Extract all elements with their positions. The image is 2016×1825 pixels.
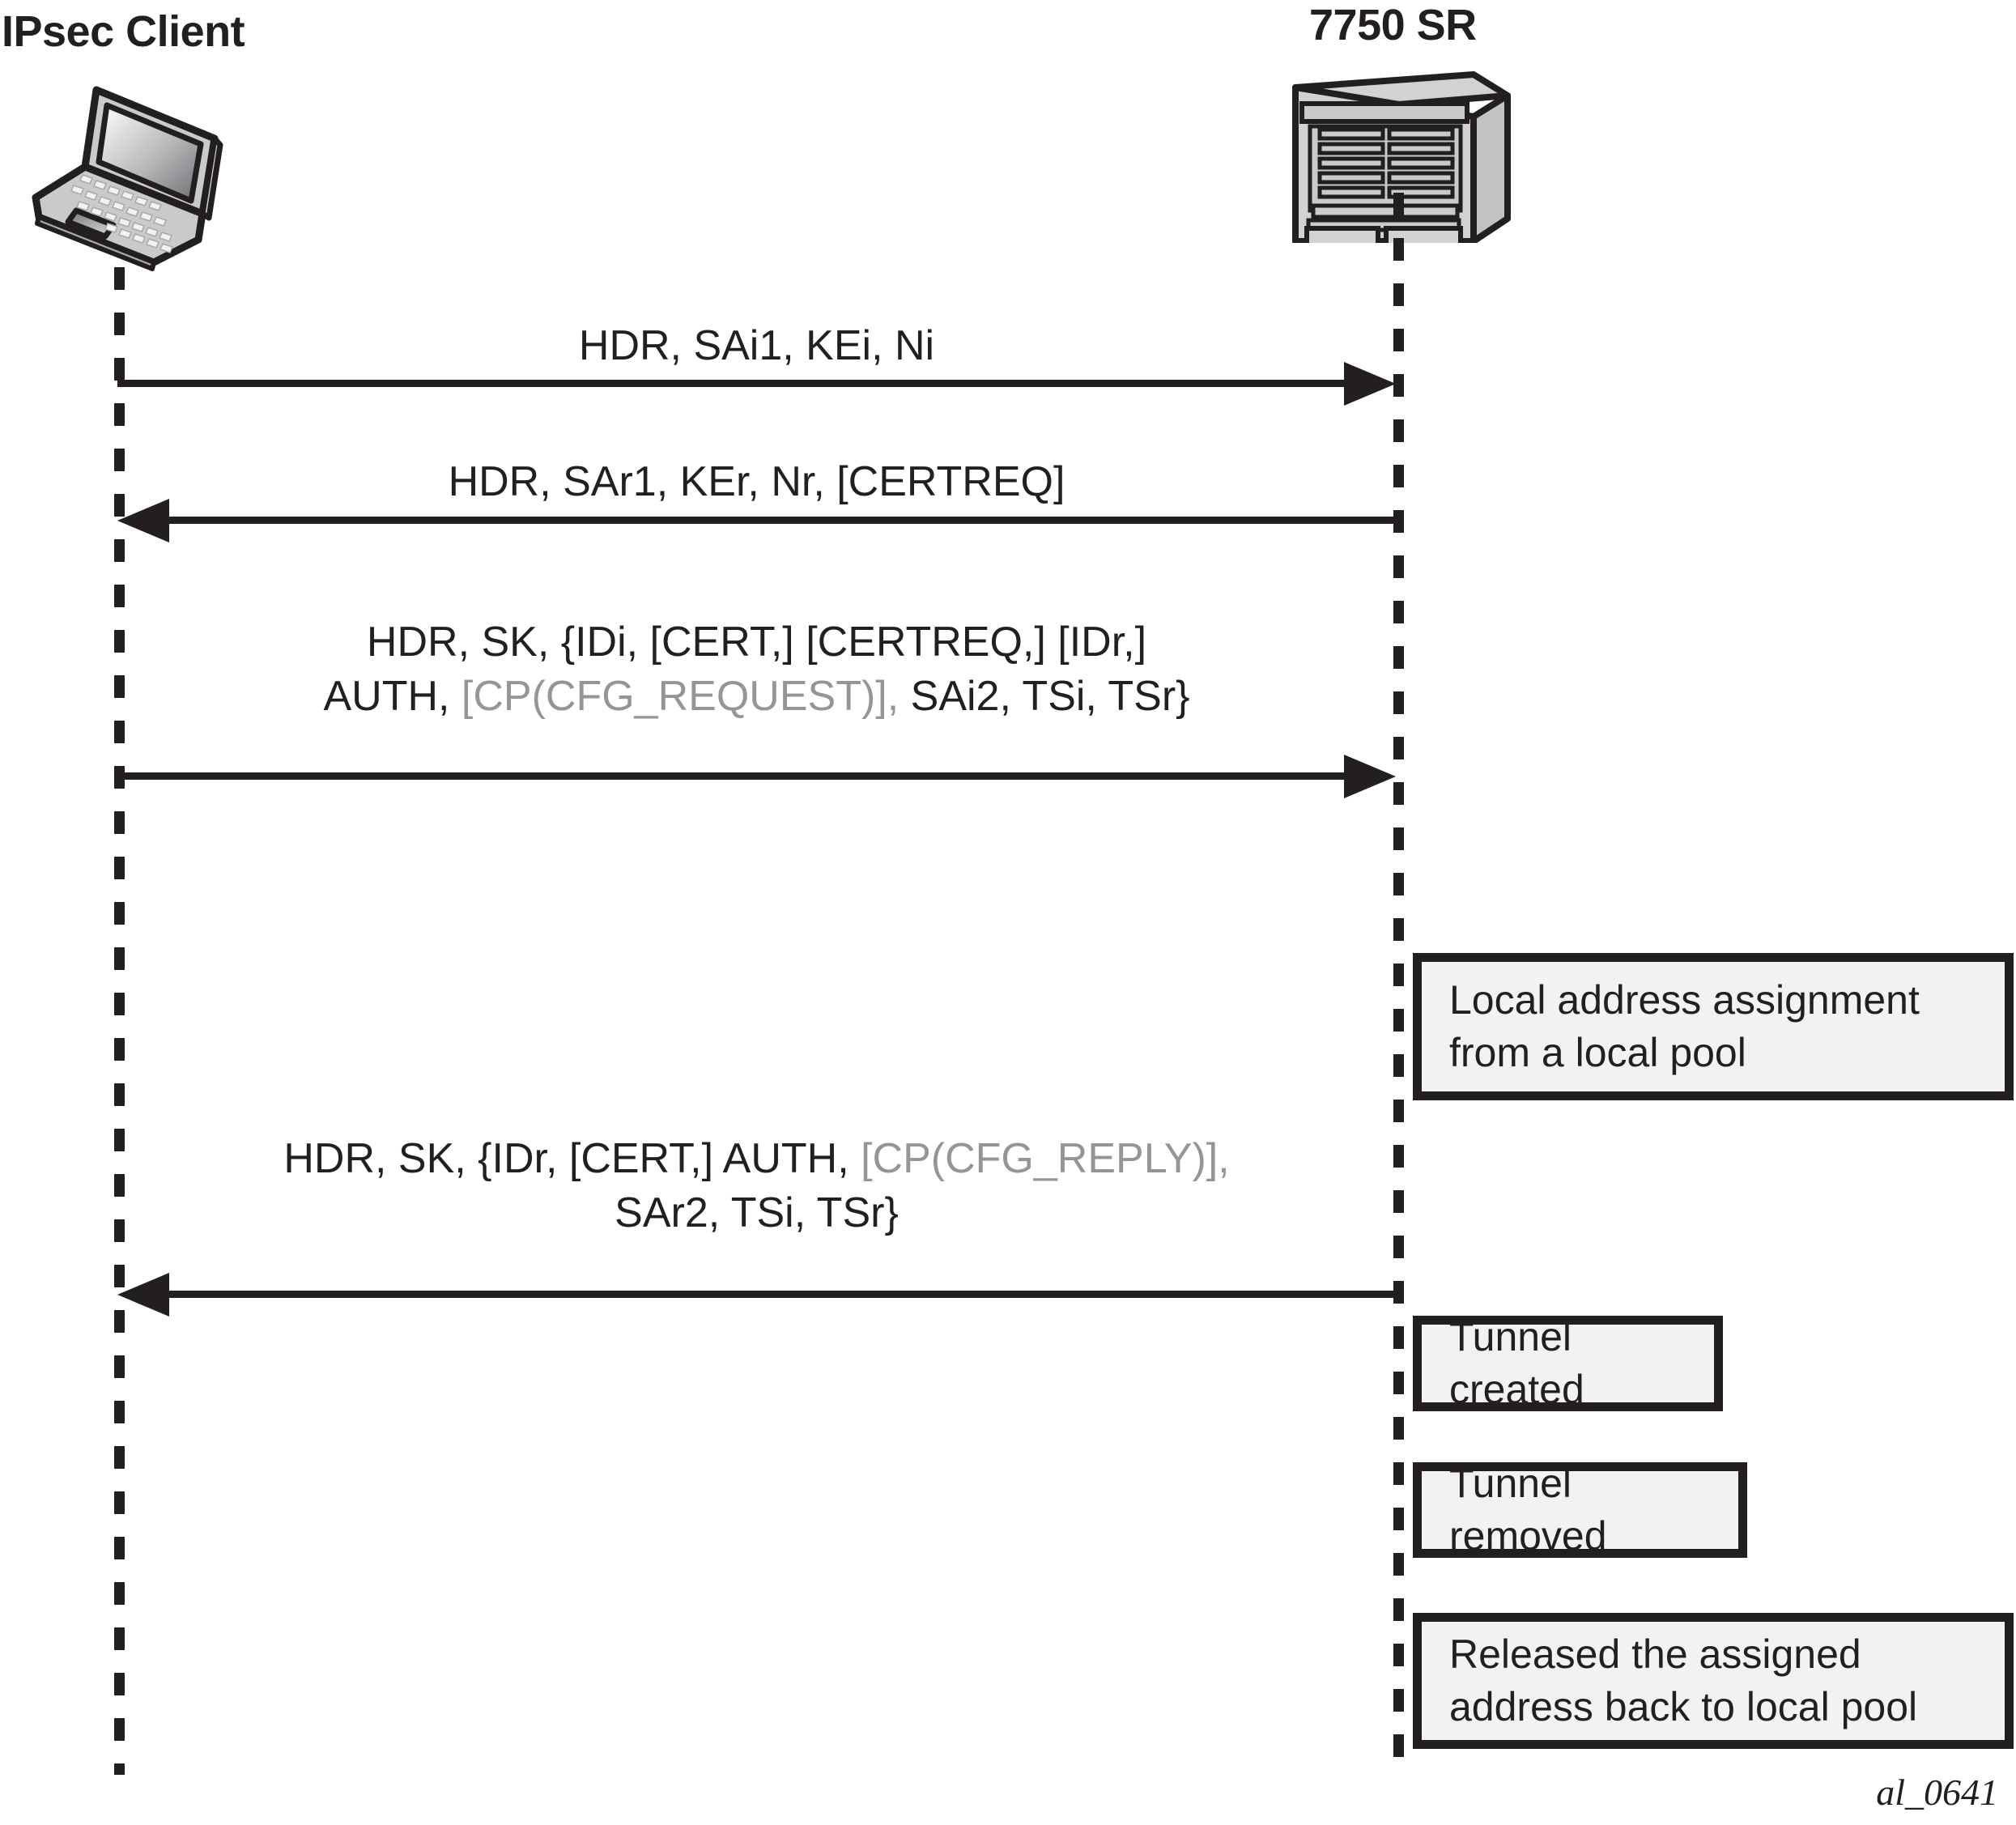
router-chassis-icon: [1271, 49, 1546, 253]
message-arrow-head-4: [117, 1273, 169, 1317]
message-label-line: HDR, SK, {IDr, [CERT,] AUTH, [CP(CFG_REP…: [114, 1132, 1399, 1186]
note-text: Tunnel created: [1449, 1314, 1584, 1412]
laptop-icon: [18, 78, 261, 272]
message-arrow-line-2: [168, 517, 1398, 524]
message-arrow-line-4: [168, 1291, 1398, 1298]
note-box-tunnel-created: Tunnel created: [1413, 1314, 1723, 1412]
message-arrow-head-1: [1344, 362, 1396, 406]
note-box-local-address-assignment: Local address assignment from a local po…: [1413, 953, 2014, 1100]
note-box-tunnel-removed: Tunnel removed: [1413, 1461, 1747, 1559]
message-label-segment: SAi2, TSi, TSr}: [899, 672, 1190, 720]
message-label-optional-segment: [CP(CFG_REPLY)],: [861, 1135, 1230, 1182]
message-arrow-head-2: [117, 499, 169, 542]
note-text: Released the assigned address back to lo…: [1449, 1631, 1918, 1729]
message-label-3: HDR, SK, {IDi, [CERT,] [CERTREQ,] [IDr,]…: [114, 615, 1399, 723]
message-label-2: HDR, SAr1, KEr, Nr, [CERTREQ]: [114, 455, 1399, 509]
message-label-4: HDR, SK, {IDr, [CERT,] AUTH, [CP(CFG_REP…: [114, 1132, 1399, 1240]
message-label-line: AUTH, [CP(CFG_REQUEST)], SAi2, TSi, TSr}: [114, 670, 1399, 724]
message-arrow-head-3: [1344, 755, 1396, 798]
note-box-released-address: Released the assigned address back to lo…: [1413, 1613, 2014, 1749]
message-arrow-line-3: [117, 772, 1348, 780]
message-label-segment: SAr2, TSi, TSr}: [615, 1189, 899, 1236]
note-text: Tunnel removed: [1449, 1461, 1607, 1559]
lifeline-7750-sr: [1393, 193, 1404, 1775]
message-label-segment: HDR, SK, {IDr, [CERT,] AUTH,: [283, 1135, 861, 1182]
actor-label-7750-sr: 7750 SR: [1309, 1, 1477, 49]
message-label-line: HDR, SAr1, KEr, Nr, [CERTREQ]: [114, 455, 1399, 509]
message-label-optional-segment: [CP(CFG_REQUEST)],: [461, 672, 900, 720]
figure-id-label: al_0641: [1876, 1772, 1998, 1813]
message-label-line: SAr2, TSi, TSr}: [114, 1186, 1399, 1240]
message-arrow-line-1: [117, 380, 1348, 387]
message-label-segment: AUTH,: [323, 672, 461, 720]
actor-label-ipsec-client: IPsec Client: [2, 7, 245, 56]
message-label-line: HDR, SAi1, KEi, Ni: [114, 319, 1399, 373]
message-label-line: HDR, SK, {IDi, [CERT,] [CERTREQ,] [IDr,]: [114, 615, 1399, 670]
note-text: Local address assignment from a local po…: [1449, 977, 1920, 1075]
message-label-segment: HDR, SK, {IDi, [CERT,] [CERTREQ,] [IDr,]: [366, 619, 1147, 666]
message-label-segment: HDR, SAi1, KEi, Ni: [578, 322, 935, 369]
message-label-1: HDR, SAi1, KEi, Ni: [114, 319, 1399, 373]
message-label-segment: HDR, SAr1, KEr, Nr, [CERTREQ]: [448, 458, 1065, 505]
lifeline-ipsec-client: [114, 267, 125, 1775]
